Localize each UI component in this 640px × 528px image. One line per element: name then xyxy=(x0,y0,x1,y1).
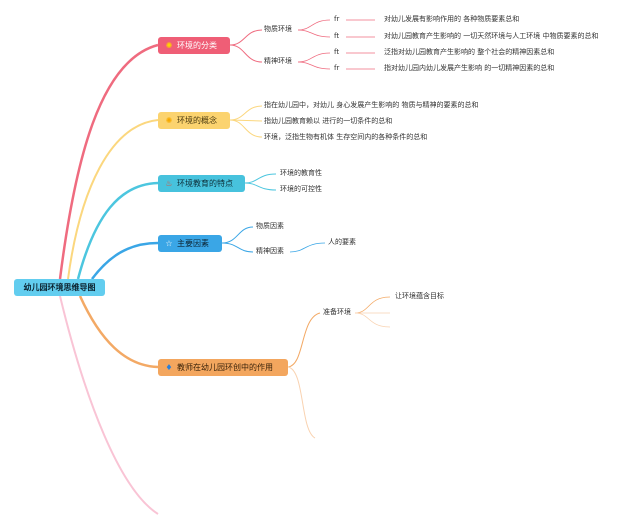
edge-features-2 xyxy=(244,182,277,191)
flame-icon: ♦ xyxy=(165,363,173,372)
edge-root-concept xyxy=(67,119,159,280)
fire-icon: ♨ xyxy=(165,179,173,188)
edge-factors-1 xyxy=(221,226,254,244)
root-label: 幼儿园环境思维导图 xyxy=(23,283,96,292)
edge-features-1 xyxy=(244,173,277,184)
edge-concept-3 xyxy=(229,119,263,138)
leaf-text[interactable]: 指对幼儿园内幼儿发展产生影响 的一切精神因素的总和 xyxy=(384,64,555,72)
edge-factors-2 xyxy=(221,242,254,253)
star-icon: ☆ xyxy=(165,239,173,248)
tag-label: fr xyxy=(334,15,340,23)
feature-item[interactable]: 环境的教育性 xyxy=(280,169,322,177)
factor-physical[interactable]: 物质因素 xyxy=(256,222,284,230)
topic-label: 环境教育的特点 xyxy=(177,179,233,188)
subtopic-physical-env[interactable]: 物质环境 xyxy=(264,25,292,33)
edge-classification-spiritual xyxy=(229,44,263,63)
edge-physical-1 xyxy=(297,19,331,31)
edge-teacher-prepare xyxy=(287,312,321,368)
edge-physical-2 xyxy=(297,29,331,38)
topic-concept[interactable]: ✺ 环境的概念 xyxy=(158,112,230,129)
leaf-text[interactable]: 泛指对幼儿园教育产生影响的 整个社会的精神因素总和 xyxy=(384,48,555,56)
edge-root-factors xyxy=(91,241,159,280)
teacher-prepare-env[interactable]: 准备环境 xyxy=(323,308,351,316)
concept-item[interactable]: 指幼儿园教育赖以 进行的一切条件的总和 xyxy=(264,117,393,125)
root-node[interactable]: 幼儿园环境思维导图 xyxy=(14,279,105,296)
edge-prepare-goal xyxy=(354,296,391,314)
factor-spiritual[interactable]: 精神因素 xyxy=(256,247,284,255)
topic-features[interactable]: ♨ 环境教育的特点 xyxy=(158,175,245,192)
edge-root-extra xyxy=(59,295,159,515)
leaf-text[interactable]: 对幼儿园教育产生影响的 一切天然环境与人工环境 中物质要素的总和 xyxy=(384,32,599,40)
topic-label: 主要因素 xyxy=(177,239,209,248)
topic-label: 环境的概念 xyxy=(177,116,217,125)
topic-factors[interactable]: ☆ 主要因素 xyxy=(158,235,222,252)
edge-root-features xyxy=(76,181,159,280)
edge-factors-3 xyxy=(289,242,326,253)
sun-icon: ✺ xyxy=(165,116,173,125)
concept-item[interactable]: 指在幼儿园中，对幼儿 身心发展产生影响的 物质与精神的要素的总和 xyxy=(264,101,479,109)
feature-item[interactable]: 环境的可控性 xyxy=(280,185,322,193)
edge-concept-2 xyxy=(229,119,263,122)
edge-prepare-3 xyxy=(354,312,391,328)
tag-label: fr xyxy=(334,64,340,72)
leaf-text[interactable]: 对幼儿发展有影响作用的 各种物质要素总和 xyxy=(384,15,520,23)
edge-concept-1 xyxy=(229,105,263,121)
tag-label: ft xyxy=(334,32,340,40)
topic-classification[interactable]: ✺ 环境的分类 xyxy=(158,37,230,54)
concept-item[interactable]: 环境，泛指生物有机体 生存空间内的各种条件的总和 xyxy=(264,133,428,141)
sun-icon: ✺ xyxy=(165,41,173,50)
teacher-env-goal[interactable]: 让环境蕴含目标 xyxy=(395,292,444,300)
edge-classification-physical xyxy=(229,29,263,46)
edge-root-classification xyxy=(58,43,159,280)
topic-label: 环境的分类 xyxy=(177,41,217,50)
factor-human[interactable]: 人的要素 xyxy=(328,238,356,246)
topic-teacher-role[interactable]: ♦ 教师在幼儿园环创中的作用 xyxy=(158,359,288,376)
tag-label: ft xyxy=(334,48,340,56)
subtopic-spiritual-env[interactable]: 精神环境 xyxy=(264,57,292,65)
edge-teacher-blank xyxy=(287,366,316,439)
topic-label: 教师在幼儿园环创中的作用 xyxy=(177,363,273,372)
edge-spiritual-1 xyxy=(297,52,331,63)
edge-spiritual-2 xyxy=(297,61,331,70)
edge-root-teacher-role xyxy=(78,295,159,369)
